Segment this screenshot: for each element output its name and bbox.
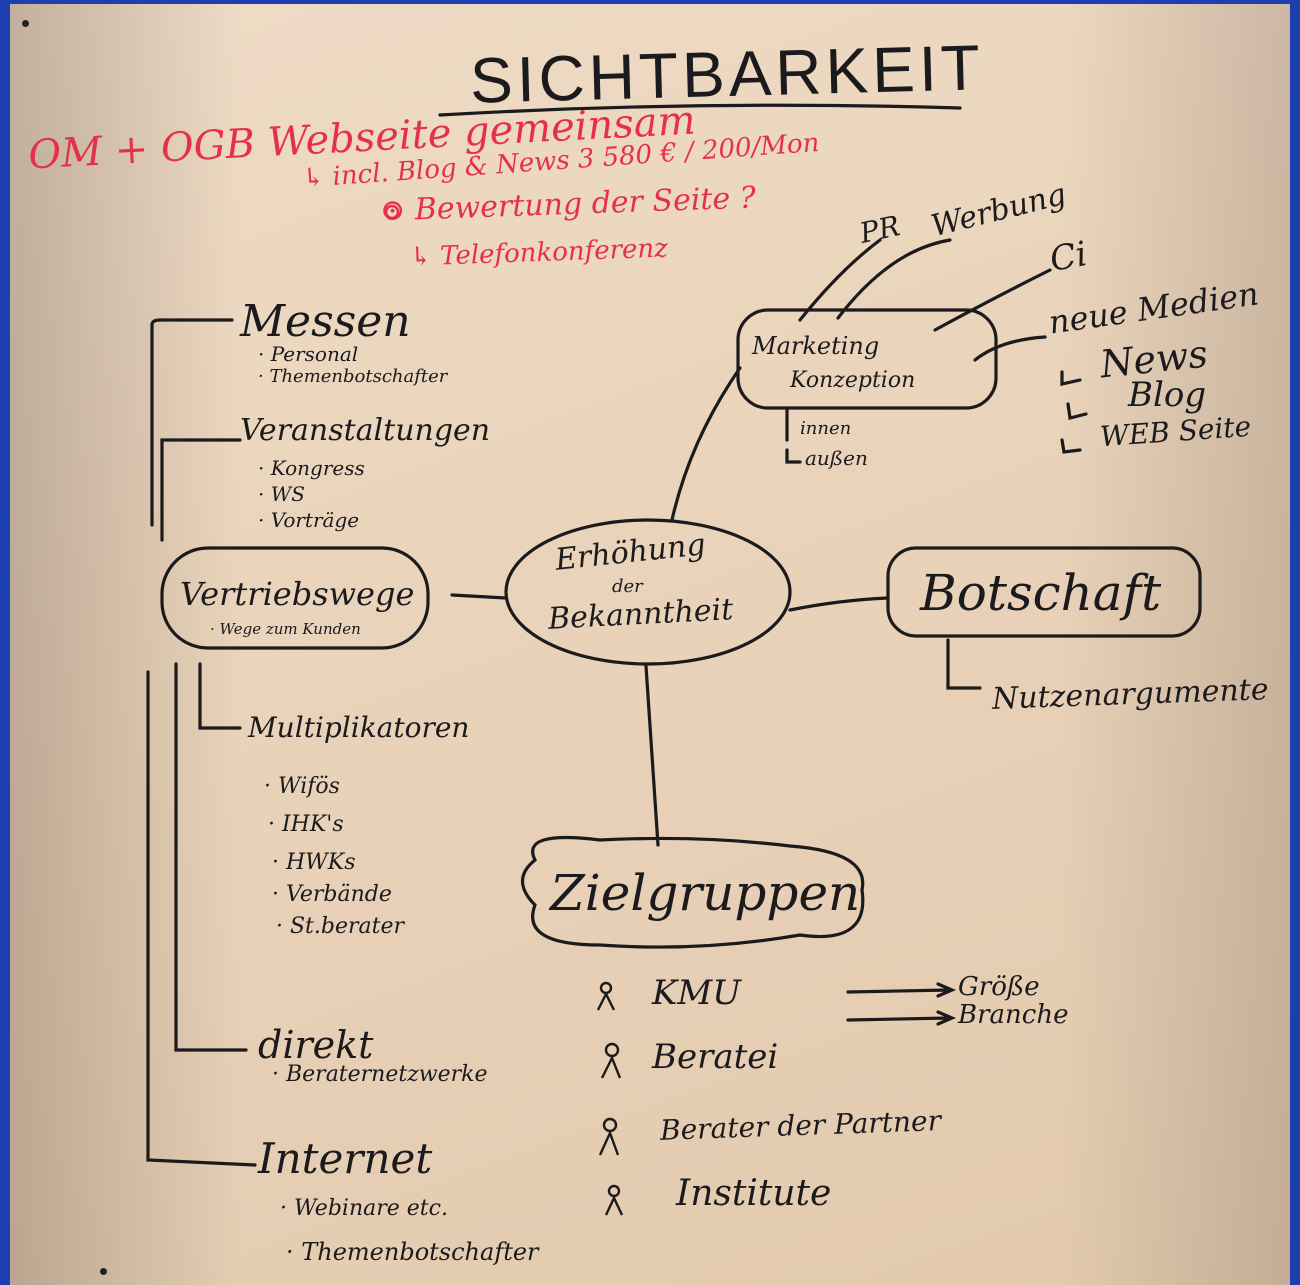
internet-item-2: · Themenbotschafter	[286, 1238, 539, 1266]
zielgruppe-beratei: Beratei	[652, 1037, 779, 1077]
person-icon-berater-partner	[598, 1117, 620, 1156]
kmu-branche: Branche	[958, 1000, 1069, 1030]
line-center-marketing	[670, 366, 742, 522]
vertriebswege-sub: · Wege zum Kunden	[210, 620, 361, 638]
veranstaltungen-heading: Veranstaltungen	[240, 413, 491, 448]
vertriebswege-label: Vertriebswege	[180, 575, 415, 613]
line-neue-medien	[973, 335, 1047, 362]
arrow-branche	[846, 1010, 957, 1026]
vertriebswege-box	[160, 546, 430, 650]
veranstaltungen-item-2: · WS	[258, 482, 305, 506]
messen-item-2: · Themenbotschafter	[258, 366, 448, 387]
bracket-direkt	[174, 662, 248, 1052]
branch-ci: Ci	[1046, 234, 1091, 280]
line-nutzen	[946, 638, 982, 690]
direkt-heading: direkt	[258, 1023, 374, 1067]
red-circle-bullet	[384, 204, 400, 220]
multiplikatoren-item-3: · HWKs	[272, 850, 356, 875]
multiplikatoren-item-4: · Verbände	[272, 882, 392, 907]
branch-pr: PR	[856, 209, 903, 250]
zielgruppen-cloud	[520, 835, 865, 949]
veranstaltungen-item-1: · Kongress	[258, 456, 365, 480]
direkt-item-1: · Beraternetzwerke	[272, 1062, 488, 1087]
pushpin	[100, 1268, 107, 1275]
line-werbung	[836, 238, 952, 320]
messen-heading: Messen	[240, 296, 411, 347]
multiplikatoren-item-5: · St.berater	[276, 914, 405, 939]
marketing-innen: innen	[800, 418, 852, 439]
flipchart-paper	[10, 4, 1290, 1285]
marketing-line2: Konzeption	[790, 368, 916, 393]
bracket-messen	[150, 318, 234, 527]
line-pr	[798, 238, 882, 322]
bracket-internet	[146, 670, 257, 1167]
zielgruppen-label: Zielgruppen	[550, 864, 861, 922]
page-title: SICHTBARKEIT	[469, 31, 985, 117]
multiplikatoren-heading: Multiplikatoren	[248, 711, 470, 744]
line-ci	[933, 268, 1052, 332]
line-center-vertriebswege	[450, 593, 508, 600]
line-innen-aussen	[785, 408, 802, 464]
title-underline	[438, 103, 962, 117]
messen-item-1: · Personal	[258, 342, 359, 366]
marketing-aussen: außen	[805, 446, 868, 470]
marketing-line1: Marketing	[752, 332, 880, 360]
marketing-box	[736, 308, 998, 410]
bracket-veranstaltungen	[160, 438, 242, 542]
botschaft-box	[886, 546, 1202, 638]
internet-item-1: · Webinare etc.	[280, 1196, 448, 1221]
internet-heading: Internet	[258, 1134, 433, 1183]
neue-medien-blog: Blog	[1128, 375, 1207, 415]
multiplikatoren-item-2: · IHK's	[268, 812, 344, 837]
pushpin	[22, 20, 29, 27]
center-line2: der	[612, 576, 643, 597]
zielgruppe-institute: Institute	[676, 1173, 832, 1214]
botschaft-label: Botschaft	[920, 564, 1162, 622]
veranstaltungen-item-3: · Vorträge	[258, 508, 360, 532]
multiplikatoren-item-1: · Wifös	[264, 774, 340, 799]
zielgruppe-kmu: KMU	[652, 973, 741, 1013]
center-ellipse	[504, 518, 792, 666]
person-icon-beratei	[600, 1042, 622, 1079]
person-icon-kmu	[596, 981, 616, 1011]
line-center-botschaft	[788, 596, 890, 612]
line-center-zielgruppen	[644, 664, 660, 847]
kmu-groesse: Größe	[958, 972, 1040, 1002]
bracket-multiplikatoren	[198, 662, 242, 730]
person-icon-institute	[604, 1184, 624, 1216]
arrow-groesse	[846, 982, 957, 998]
